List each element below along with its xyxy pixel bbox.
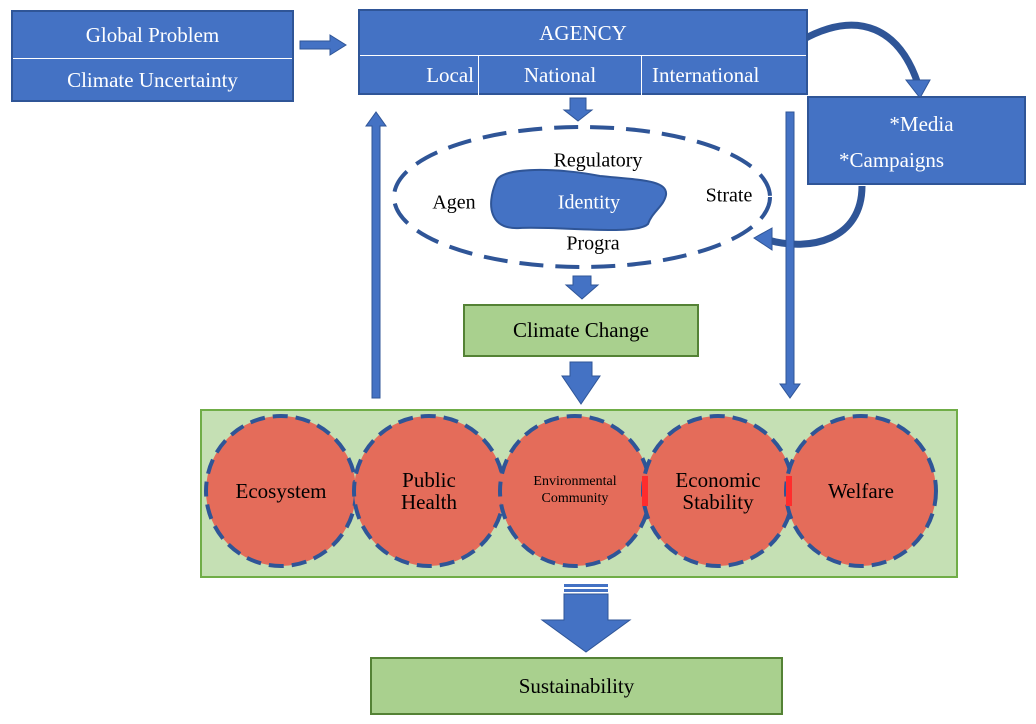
arrow-global-to-agency bbox=[299, 34, 347, 56]
agency-level-international: International bbox=[652, 63, 760, 87]
agency-box: AGENCY Local National International bbox=[358, 9, 808, 95]
ellipse-label-bottom: Progra bbox=[566, 232, 620, 255]
climate-change-box: Climate Change bbox=[463, 304, 699, 357]
arrow-impacts-up-to-agency bbox=[365, 111, 387, 399]
agency-level-national: National bbox=[523, 63, 597, 87]
impact-label-economic-stability: Economic Stability bbox=[675, 468, 761, 514]
ellipse-label-right: Strate bbox=[705, 184, 753, 207]
impact-circles bbox=[204, 414, 938, 568]
identity-label: Identity bbox=[557, 191, 621, 214]
arrow-climate-to-impacts bbox=[561, 361, 601, 405]
arrow-identity-to-climate bbox=[564, 275, 600, 300]
arrow-media-to-identity bbox=[767, 185, 866, 248]
impact-label-environmental-community: Environmental Community bbox=[533, 474, 617, 506]
arrow-agency-to-identity bbox=[562, 97, 594, 122]
impact-label-ecosystem: Ecosystem bbox=[235, 479, 327, 503]
identity-blob bbox=[490, 168, 668, 232]
agency-title: AGENCY bbox=[539, 20, 627, 45]
agency-level-local: Local bbox=[426, 63, 474, 87]
climate-uncertainty-label: Climate Uncertainty bbox=[67, 68, 238, 92]
impact-label-public-health: Public Health bbox=[401, 468, 457, 514]
arrow-impacts-to-sustainability bbox=[540, 584, 632, 653]
ellipse-label-left: Agen bbox=[432, 191, 476, 214]
impact-label-welfare: Welfare bbox=[828, 479, 894, 503]
media-label: *Media bbox=[889, 111, 954, 136]
ellipse-label-top: Regulatory bbox=[553, 149, 643, 172]
media-box: *Media *Campaigns bbox=[807, 96, 1026, 185]
arrow-agency-down-to-impacts bbox=[779, 111, 801, 399]
global-problem-box: Global Problem Climate Uncertainty bbox=[11, 10, 294, 102]
sustainability-box: Sustainability bbox=[370, 657, 783, 715]
campaigns-label: *Campaigns bbox=[839, 147, 944, 172]
global-problem-label: Global Problem bbox=[85, 22, 220, 47]
arrow-agency-to-media bbox=[800, 21, 922, 86]
